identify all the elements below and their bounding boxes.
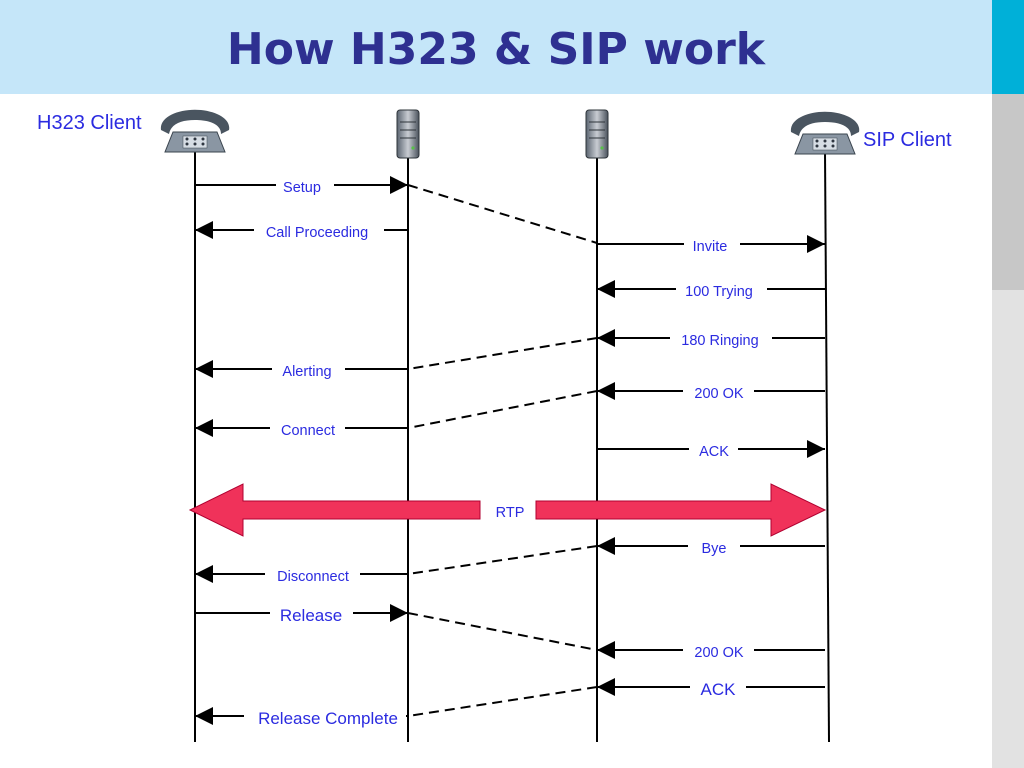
message-label: ACK [699, 444, 729, 460]
message-disconnect: Disconnect [195, 565, 408, 585]
message-label: Bye [702, 541, 727, 557]
message-label: Invite [693, 239, 728, 255]
message-label: 180 Ringing [681, 333, 758, 349]
message-200-ok: 200 OK [597, 641, 825, 661]
title-bar [0, 0, 992, 94]
server-icon [396, 109, 420, 159]
message-180-ringing: 180 Ringing [597, 329, 825, 349]
message-100-trying: 100 Trying [597, 280, 825, 300]
side-scroll-block [992, 94, 1024, 290]
h323-client-label: H323 Client [37, 112, 142, 134]
message-alerting: Alerting [195, 360, 408, 380]
message-bye: Bye [597, 537, 825, 557]
message-label: 200 OK [694, 386, 743, 402]
side-bar-lower [992, 290, 1024, 768]
message-label: 200 OK [694, 645, 743, 661]
message-label: Call Proceeding [266, 225, 368, 241]
messages: Setup Call Proceeding Invite 100 Trying … [188, 176, 827, 728]
message-label: Release Complete [258, 709, 398, 728]
server-icon [585, 109, 609, 159]
gateway-link-ringing-alerting [407, 337, 598, 370]
message-label: Alerting [282, 364, 331, 380]
phone-icon [160, 109, 230, 153]
message-label: Setup [283, 180, 321, 196]
gateway-link-bye-disconnect [407, 545, 598, 575]
message-label: ACK [701, 680, 737, 699]
gateway-link-ack-release-complete [407, 686, 598, 717]
rtp-arrow [535, 483, 827, 537]
message-release: Release [195, 604, 408, 625]
lifeline-sip-client [824, 151, 830, 743]
message-connect: Connect [195, 419, 408, 439]
message-label: RTP [496, 505, 525, 521]
message-rtp: RTP [188, 483, 827, 537]
page-title: How H323 & SIP work [226, 24, 766, 75]
side-accent [992, 0, 1024, 94]
message-setup: Setup [195, 176, 408, 196]
message-ack: ACK [597, 440, 825, 460]
message-release-complete: Release Complete [195, 707, 408, 728]
gateway-link-release-ok [407, 612, 598, 651]
message-label: 100 Trying [685, 284, 753, 300]
sip-client-label: SIP Client [863, 129, 952, 151]
message-label: Disconnect [277, 569, 349, 585]
phone-icon [790, 111, 860, 155]
message-label: Connect [281, 423, 335, 439]
message-invite: Invite [597, 235, 825, 255]
message-200-ok: 200 OK [597, 382, 825, 402]
message-call-proceeding: Call Proceeding [195, 221, 408, 241]
rtp-arrow [188, 483, 481, 537]
gateway-link-ok-connect [407, 390, 598, 429]
sequence-diagram: H323 Client SIP Client Setup Call Procee… [37, 109, 952, 743]
message-label: Release [280, 606, 342, 625]
gateway-link-setup-invite [407, 184, 598, 244]
message-ack: ACK [597, 678, 825, 699]
